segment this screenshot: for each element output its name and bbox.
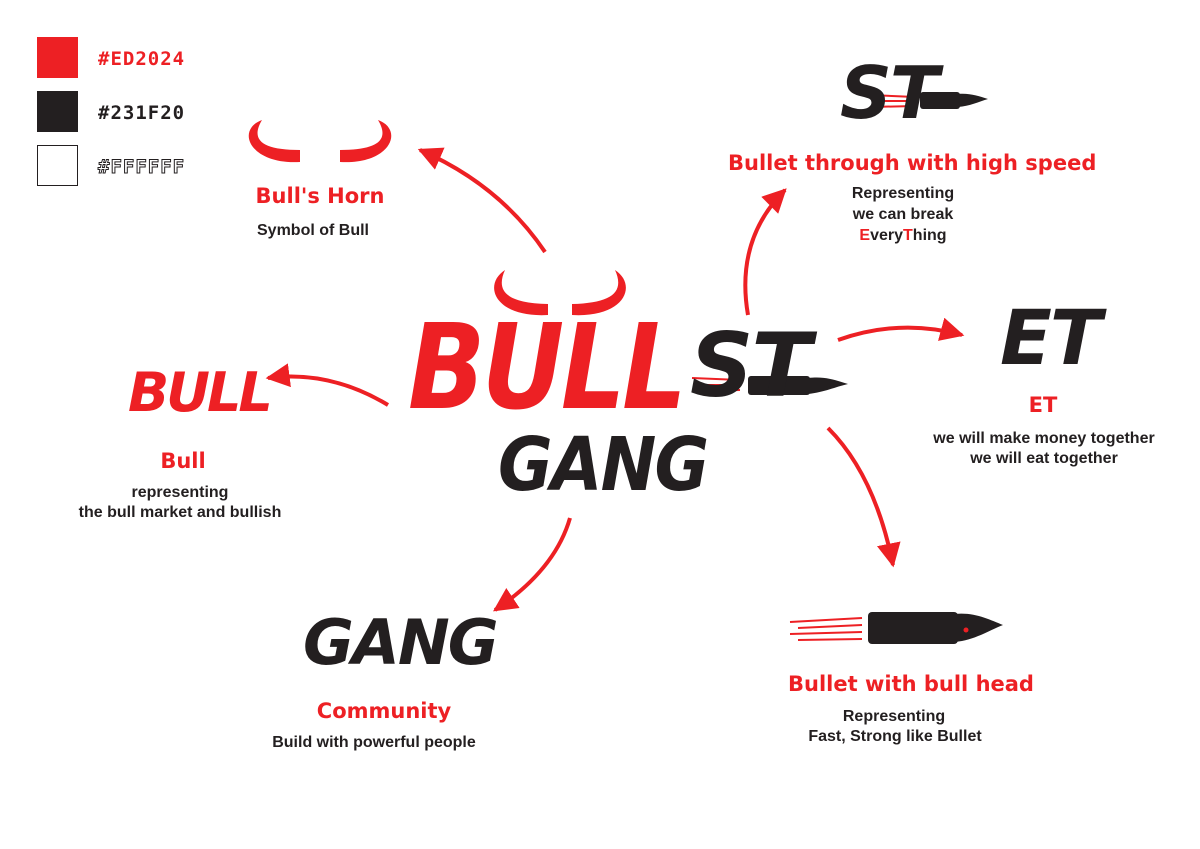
color-swatch-red [37, 37, 78, 78]
gang-title: Community [316, 699, 452, 723]
st-desc-t: T [903, 227, 913, 244]
et-title: ET [1028, 393, 1058, 417]
arrow-to-et [837, 317, 965, 342]
st-desc-e: E [859, 227, 871, 244]
gang-desc: Build with powerful people [272, 734, 476, 751]
color-swatch-white [37, 145, 78, 186]
bullet-desc-line2: Fast, Strong like Bullet [808, 728, 982, 745]
st-title: Bullet through with high speed [728, 151, 1097, 175]
horn-title: Bull's Horn [255, 184, 385, 208]
logo-horn-icon [494, 270, 626, 316]
color-label-white: #FFFFFF [97, 156, 186, 179]
bullet-title: Bullet with bull head [788, 672, 1034, 696]
arrow-to-st [743, 188, 787, 316]
st-desc-line1: Representing [851, 185, 955, 202]
st-desc-very: very [870, 227, 904, 244]
logo-bullet-icon [691, 376, 848, 395]
st-mark: ST [840, 51, 939, 135]
arrow-to-bull [265, 363, 390, 407]
arrow-to-bullet [826, 426, 901, 568]
logo-st-word: ST [690, 314, 811, 417]
bullet-desc-line1: Representing [842, 708, 946, 725]
st-desc-hing: hing [912, 227, 947, 244]
bull-head-bullet-icon [789, 612, 1003, 644]
bull-mark: BULL [128, 361, 273, 424]
bull-desc-line2: the bull market and bullish [78, 504, 282, 521]
st-bullet-icon [869, 92, 988, 109]
color-label-black: #231F20 [98, 102, 186, 124]
logo-gang-word: GANG [498, 422, 709, 508]
gang-mark: GANG [303, 606, 499, 679]
arrow-to-gang [493, 517, 572, 612]
st-desc-line3: EveryThing [803, 226, 1003, 246]
color-label-red: #ED2024 [98, 48, 186, 70]
bull-horn-icon [248, 120, 392, 163]
bull-title: Bull [160, 449, 206, 473]
arrow-to-horn [417, 147, 547, 254]
st-desc-line2: we can break [852, 206, 954, 223]
color-swatch-black [37, 91, 78, 132]
et-mark: ET [1000, 293, 1102, 382]
et-desc-line2: we will eat together [970, 450, 1118, 467]
horn-desc: Symbol of Bull [257, 222, 369, 239]
logo-bull-word: BULL [408, 298, 687, 436]
et-desc-line1: we will make money together [933, 430, 1155, 447]
bull-desc-line1: representing [131, 484, 229, 501]
